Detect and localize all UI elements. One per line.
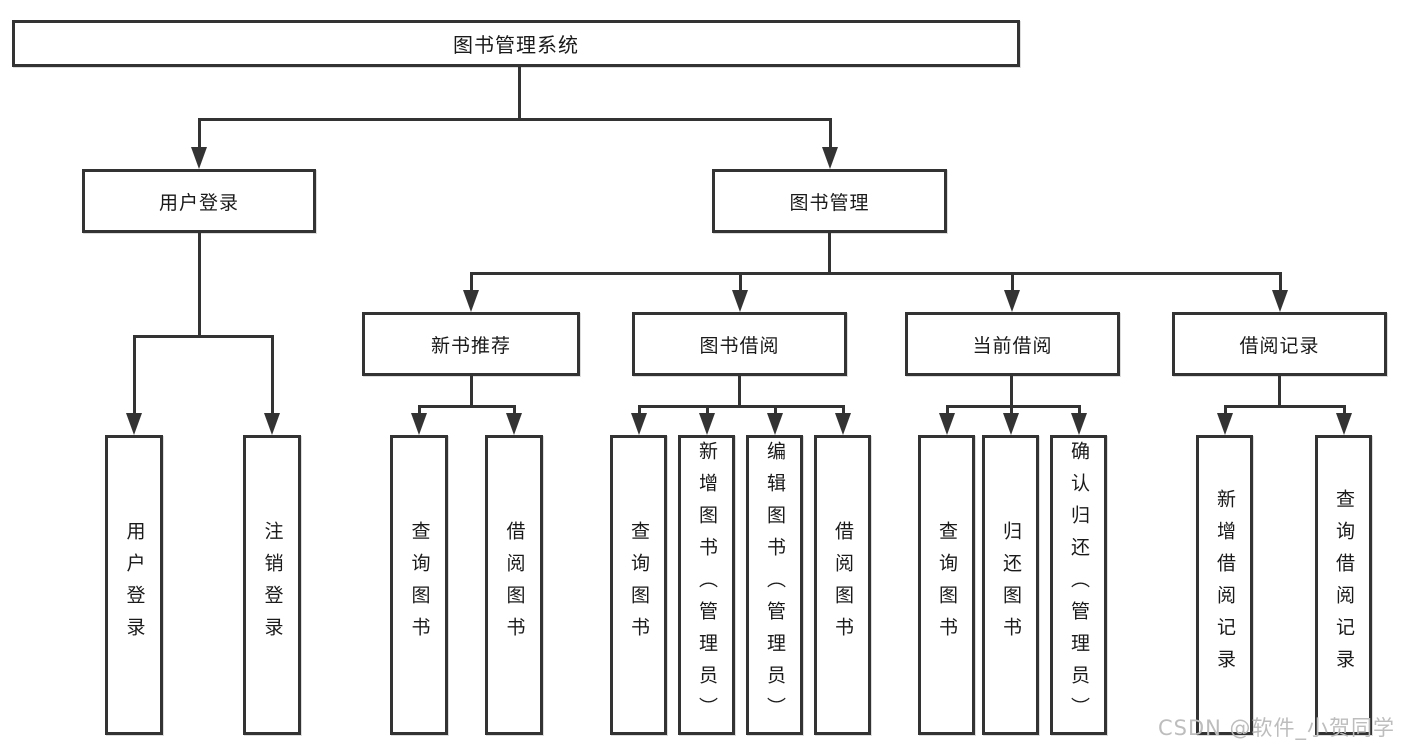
arrowhead-down: [463, 290, 479, 312]
node-label: 归还图书: [1000, 521, 1022, 649]
connector-line: [513, 405, 516, 417]
leaf-user-login: 用户登录: [105, 435, 163, 735]
leaf-borrow-query-books: 查询图书: [610, 435, 667, 735]
node-label: 新增借阅记录: [1214, 489, 1236, 681]
node-label: 借阅图书: [832, 521, 854, 649]
arrowhead-down: [126, 413, 142, 435]
leaf-recommend-query-books: 查询图书: [390, 435, 448, 735]
connector-line: [946, 405, 949, 417]
connector-line: [198, 118, 201, 150]
leaf-borrow-edit-books-admin: 编辑图书（管理员）: [746, 435, 803, 735]
arrowhead-down: [1071, 413, 1087, 435]
node-label: 查询借阅记录: [1333, 489, 1355, 681]
node-label: 图书管理: [789, 191, 870, 214]
connector-line: [418, 405, 516, 408]
node-label: 查询图书: [628, 521, 650, 649]
node-label: 查询图书: [408, 521, 431, 649]
node-label: 用户登录: [123, 521, 146, 649]
arrowhead-down: [699, 413, 715, 435]
node-label: 查询图书: [936, 521, 958, 649]
arrowhead-down: [939, 413, 955, 435]
leaf-current-return-books: 归还图书: [982, 435, 1039, 735]
connector-line: [1278, 376, 1281, 408]
connector-line: [1343, 405, 1346, 417]
arrowhead-down: [1336, 413, 1352, 435]
connector-line: [638, 405, 641, 417]
arrowhead-down: [1272, 290, 1288, 312]
node-label: 借阅记录: [1239, 334, 1320, 357]
arrowhead-down: [506, 413, 522, 435]
connector-line: [198, 233, 201, 336]
arrowhead-down: [732, 290, 748, 312]
connector-line: [738, 376, 741, 408]
csdn-watermark: CSDN @软件_小贺同学: [1158, 716, 1396, 740]
leaf-borrow-borrow-books: 借阅图书: [814, 435, 871, 735]
leaf-records-add-borrow-record: 新增借阅记录: [1196, 435, 1253, 735]
connector-line: [828, 233, 831, 275]
connector-line: [739, 272, 742, 292]
connector-line: [470, 376, 473, 408]
connector-line: [1224, 405, 1345, 408]
arrowhead-down: [835, 413, 851, 435]
node-label: 当前借阅: [972, 334, 1053, 357]
connector-line: [1078, 405, 1081, 417]
connector-line: [198, 118, 832, 121]
node-label: 编辑图书（管理员）: [764, 441, 786, 729]
node-label: 用户登录: [158, 191, 239, 214]
leaf-current-confirm-return-admin: 确认归还（管理员）: [1050, 435, 1107, 735]
connector-line: [1224, 405, 1227, 417]
connector-line: [829, 118, 832, 150]
node-label: 注销登录: [261, 521, 284, 649]
arrowhead-down: [411, 413, 427, 435]
node-new-book-recommendation: 新书推荐: [362, 312, 580, 376]
leaf-records-query-borrow-record: 查询借阅记录: [1315, 435, 1372, 735]
arrowhead-down: [1217, 413, 1233, 435]
connector-line: [418, 405, 421, 417]
connector-line: [1279, 272, 1282, 292]
connector-line: [518, 67, 521, 120]
arrowhead-down: [822, 147, 838, 169]
connector-line: [774, 405, 777, 417]
arrowhead-down: [1003, 413, 1019, 435]
node-library-management-system: 图书管理系统: [12, 20, 1020, 67]
connector-line: [470, 272, 473, 292]
node-label: 新书推荐: [430, 334, 511, 357]
connector-line: [133, 335, 136, 415]
connector-line: [133, 335, 273, 338]
connector-line: [1010, 405, 1013, 417]
node-label: 确认归还（管理员）: [1068, 441, 1090, 729]
arrowhead-down: [191, 147, 207, 169]
leaf-borrow-add-books-admin: 新增图书（管理员）: [678, 435, 735, 735]
connector-line: [271, 335, 274, 415]
connector-line: [1011, 272, 1014, 292]
connector-line: [470, 272, 1281, 275]
node-label: 借阅图书: [503, 521, 526, 649]
leaf-logout: 注销登录: [243, 435, 301, 735]
arrowhead-down: [1004, 290, 1020, 312]
node-user-login: 用户登录: [82, 169, 316, 233]
node-book-management: 图书管理: [712, 169, 947, 233]
node-current-borrowing: 当前借阅: [905, 312, 1120, 376]
leaf-recommend-borrow-books: 借阅图书: [485, 435, 543, 735]
connector-line: [706, 405, 709, 417]
node-borrowing-records: 借阅记录: [1172, 312, 1387, 376]
connector-line: [842, 405, 845, 417]
connector-line: [1010, 376, 1013, 408]
node-book-borrowing: 图书借阅: [632, 312, 847, 376]
node-label: 图书管理系统: [453, 33, 579, 57]
leaf-current-query-books: 查询图书: [918, 435, 975, 735]
node-label: 新增图书（管理员）: [696, 441, 718, 729]
arrowhead-down: [767, 413, 783, 435]
arrowhead-down: [631, 413, 647, 435]
connector-line: [638, 405, 844, 408]
connector-line: [946, 405, 1080, 408]
node-label: 图书借阅: [699, 334, 780, 357]
arrowhead-down: [264, 413, 280, 435]
